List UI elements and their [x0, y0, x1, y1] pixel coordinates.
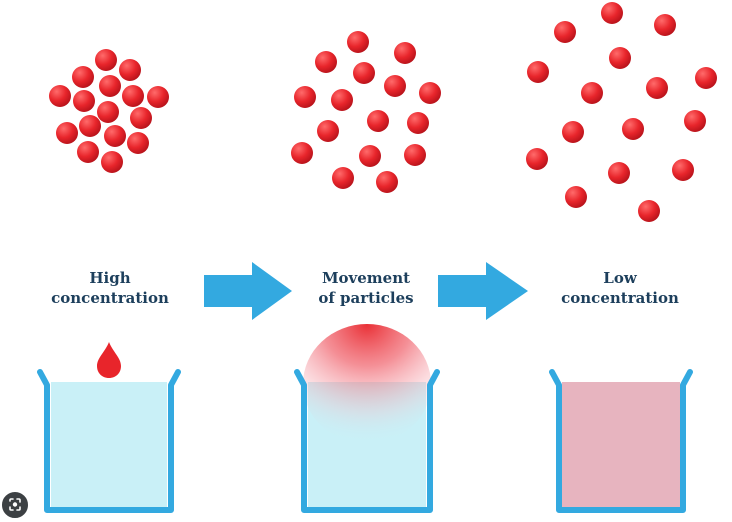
particle — [581, 82, 603, 104]
label-line: concentration — [51, 289, 169, 307]
label-low-concentration: Low concentration — [548, 268, 692, 308]
particle — [317, 120, 339, 142]
particle — [332, 167, 354, 189]
particles-high-concentration — [49, 49, 169, 173]
particle — [554, 21, 576, 43]
label-high-concentration: High concentration — [40, 268, 180, 308]
particle — [97, 101, 119, 123]
particle — [331, 89, 353, 111]
particle — [376, 171, 398, 193]
particle — [294, 86, 316, 108]
drop-icon — [97, 342, 121, 378]
particle — [119, 59, 141, 81]
particle — [99, 75, 121, 97]
beaker-icon — [549, 369, 693, 513]
beaker-icon — [37, 369, 181, 513]
particle — [315, 51, 337, 73]
label-line: concentration — [561, 289, 679, 307]
particles-movement — [291, 31, 441, 193]
particle — [291, 142, 313, 164]
particle — [394, 42, 416, 64]
particle — [79, 115, 101, 137]
arrow-right-icon — [204, 262, 292, 320]
particle — [684, 110, 706, 132]
particle — [609, 47, 631, 69]
particle — [359, 145, 381, 167]
particle — [147, 86, 169, 108]
particles-low-concentration — [526, 2, 717, 222]
label-line: of particles — [318, 289, 414, 307]
particle — [384, 75, 406, 97]
particle — [353, 62, 375, 84]
particle — [527, 61, 549, 83]
particle — [646, 77, 668, 99]
particle — [56, 122, 78, 144]
particle — [562, 121, 584, 143]
particle — [367, 110, 389, 132]
particle — [407, 112, 429, 134]
particle — [77, 141, 99, 163]
label-movement-of-particles: Movement of particles — [296, 268, 436, 308]
particle — [526, 148, 548, 170]
particle — [622, 118, 644, 140]
particle — [127, 132, 149, 154]
particle — [565, 186, 587, 208]
particle — [608, 162, 630, 184]
particle — [672, 159, 694, 181]
label-line: High — [89, 269, 131, 287]
label-line: Movement — [321, 269, 411, 287]
particle — [695, 67, 717, 89]
particle — [72, 66, 94, 88]
particle — [49, 85, 71, 107]
particle — [638, 200, 660, 222]
particle — [404, 144, 426, 166]
particle — [419, 82, 441, 104]
particle — [73, 90, 95, 112]
particle — [122, 85, 144, 107]
particle — [654, 14, 676, 36]
beaker-icon — [294, 324, 440, 513]
arrow-right-icon — [438, 262, 528, 320]
lens-icon[interactable] — [0, 490, 30, 520]
particle — [601, 2, 623, 24]
particle — [95, 49, 117, 71]
particle — [104, 125, 126, 147]
lens-glyph — [9, 498, 21, 511]
particle — [101, 151, 123, 173]
particle — [347, 31, 369, 53]
label-line: Low — [603, 269, 637, 287]
particle — [130, 107, 152, 129]
